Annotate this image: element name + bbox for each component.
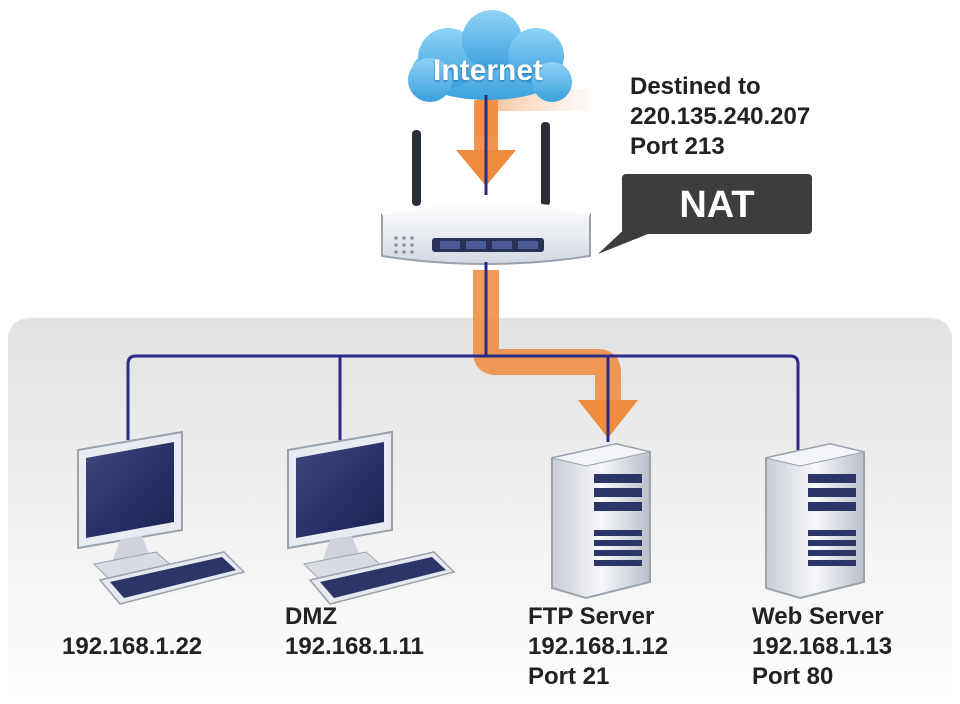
flow-tail (475, 89, 590, 135)
pc-192-168-1-22-icon (77, 430, 246, 605)
internet-cloud-icon (408, 10, 572, 102)
destination-note: Destined to 220.135.240.207 Port 213 (630, 72, 810, 162)
nat-label: NAT (679, 184, 755, 226)
host-port: Port 80 (752, 663, 834, 690)
destination-port: Port 213 (630, 133, 725, 160)
nat-callout (598, 174, 812, 254)
host-label-ftp-server: FTP Server 192.168.1.12 Port 21 (528, 602, 668, 692)
host-label-dmz: DMZ 192.168.1.11 (285, 602, 424, 662)
lan-background (8, 318, 952, 704)
host-name: DMZ (285, 603, 337, 630)
destination-ip: 220.135.240.207 (630, 103, 811, 130)
host-name: FTP Server (528, 603, 655, 630)
internet-label: Internet (432, 54, 543, 87)
destination-heading: Destined to (630, 73, 761, 100)
lan-links (126, 262, 800, 452)
host-ip: 192.168.1.12 (528, 633, 669, 660)
router-antenna-icon (412, 122, 550, 206)
host-ip: 192.168.1.22 (62, 633, 203, 660)
host-port: Port 21 (528, 663, 610, 690)
host-name: Web Server (752, 603, 884, 630)
host-label-pc1: 192.168.1.22 (62, 632, 202, 662)
host-label-web-server: Web Server 192.168.1.13 Port 80 (752, 602, 892, 692)
pc-dmz-icon (287, 430, 456, 605)
ftp-server-icon (551, 442, 651, 600)
host-ip: 192.168.1.11 (285, 633, 424, 660)
host-ip: 192.168.1.13 (752, 633, 893, 660)
router-icon (381, 200, 591, 265)
web-server-icon (765, 442, 865, 600)
